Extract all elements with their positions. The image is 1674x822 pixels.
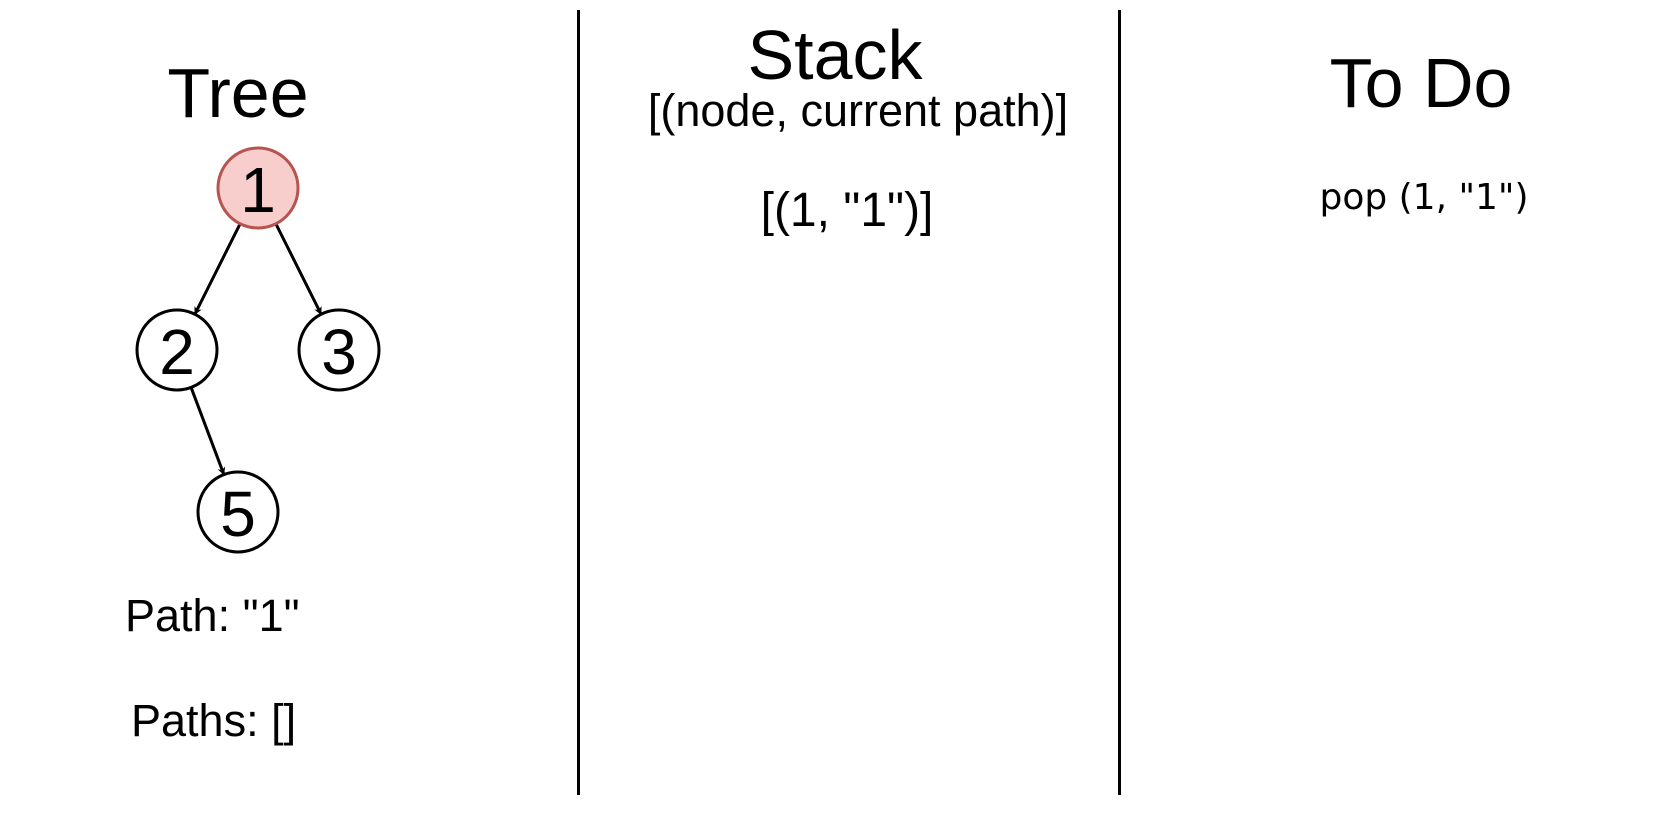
tree-edge-1-3 bbox=[274, 223, 323, 315]
tree-node-label-3: 3 bbox=[321, 316, 357, 388]
column-divider-left bbox=[577, 10, 580, 795]
paths-label: Paths: bbox=[131, 695, 259, 746]
tree-edge-2-5 bbox=[189, 386, 226, 476]
tree-node-label-5: 5 bbox=[220, 478, 256, 550]
tree-node-label-2: 2 bbox=[159, 316, 195, 388]
tree-diagram: 1 2 3 5 bbox=[135, 146, 381, 554]
todo-title: To Do bbox=[1329, 44, 1513, 122]
tree-node-2: 2 bbox=[135, 308, 219, 392]
current-path-label: Path: bbox=[125, 590, 231, 641]
stack-subtitle: [(node, current path)] bbox=[647, 85, 1069, 136]
tree-node-circle-5 bbox=[196, 470, 280, 554]
tree-node-circle-2 bbox=[135, 308, 219, 392]
current-path-row: Path: "1" bbox=[125, 593, 300, 638]
tree-node-1: 1 bbox=[216, 146, 300, 230]
paths-value: [] bbox=[271, 695, 297, 746]
tree-edge-1-2 bbox=[193, 223, 242, 315]
stack-title: Stack bbox=[747, 16, 923, 94]
tree-node-circle-3 bbox=[297, 308, 381, 392]
tree-node-5: 5 bbox=[196, 470, 280, 554]
tree-title: Tree bbox=[167, 54, 309, 132]
tree-node-3: 3 bbox=[297, 308, 381, 392]
paths-row: Paths: [] bbox=[131, 698, 296, 743]
column-divider-right bbox=[1118, 10, 1121, 795]
todo-step: pop (1, "1") bbox=[1319, 177, 1529, 218]
current-path-value: "1" bbox=[242, 590, 300, 641]
tree-node-circle-1 bbox=[216, 146, 300, 230]
tree-node-label-1: 1 bbox=[240, 154, 276, 226]
stack-contents: [(1, "1")] bbox=[760, 184, 934, 237]
